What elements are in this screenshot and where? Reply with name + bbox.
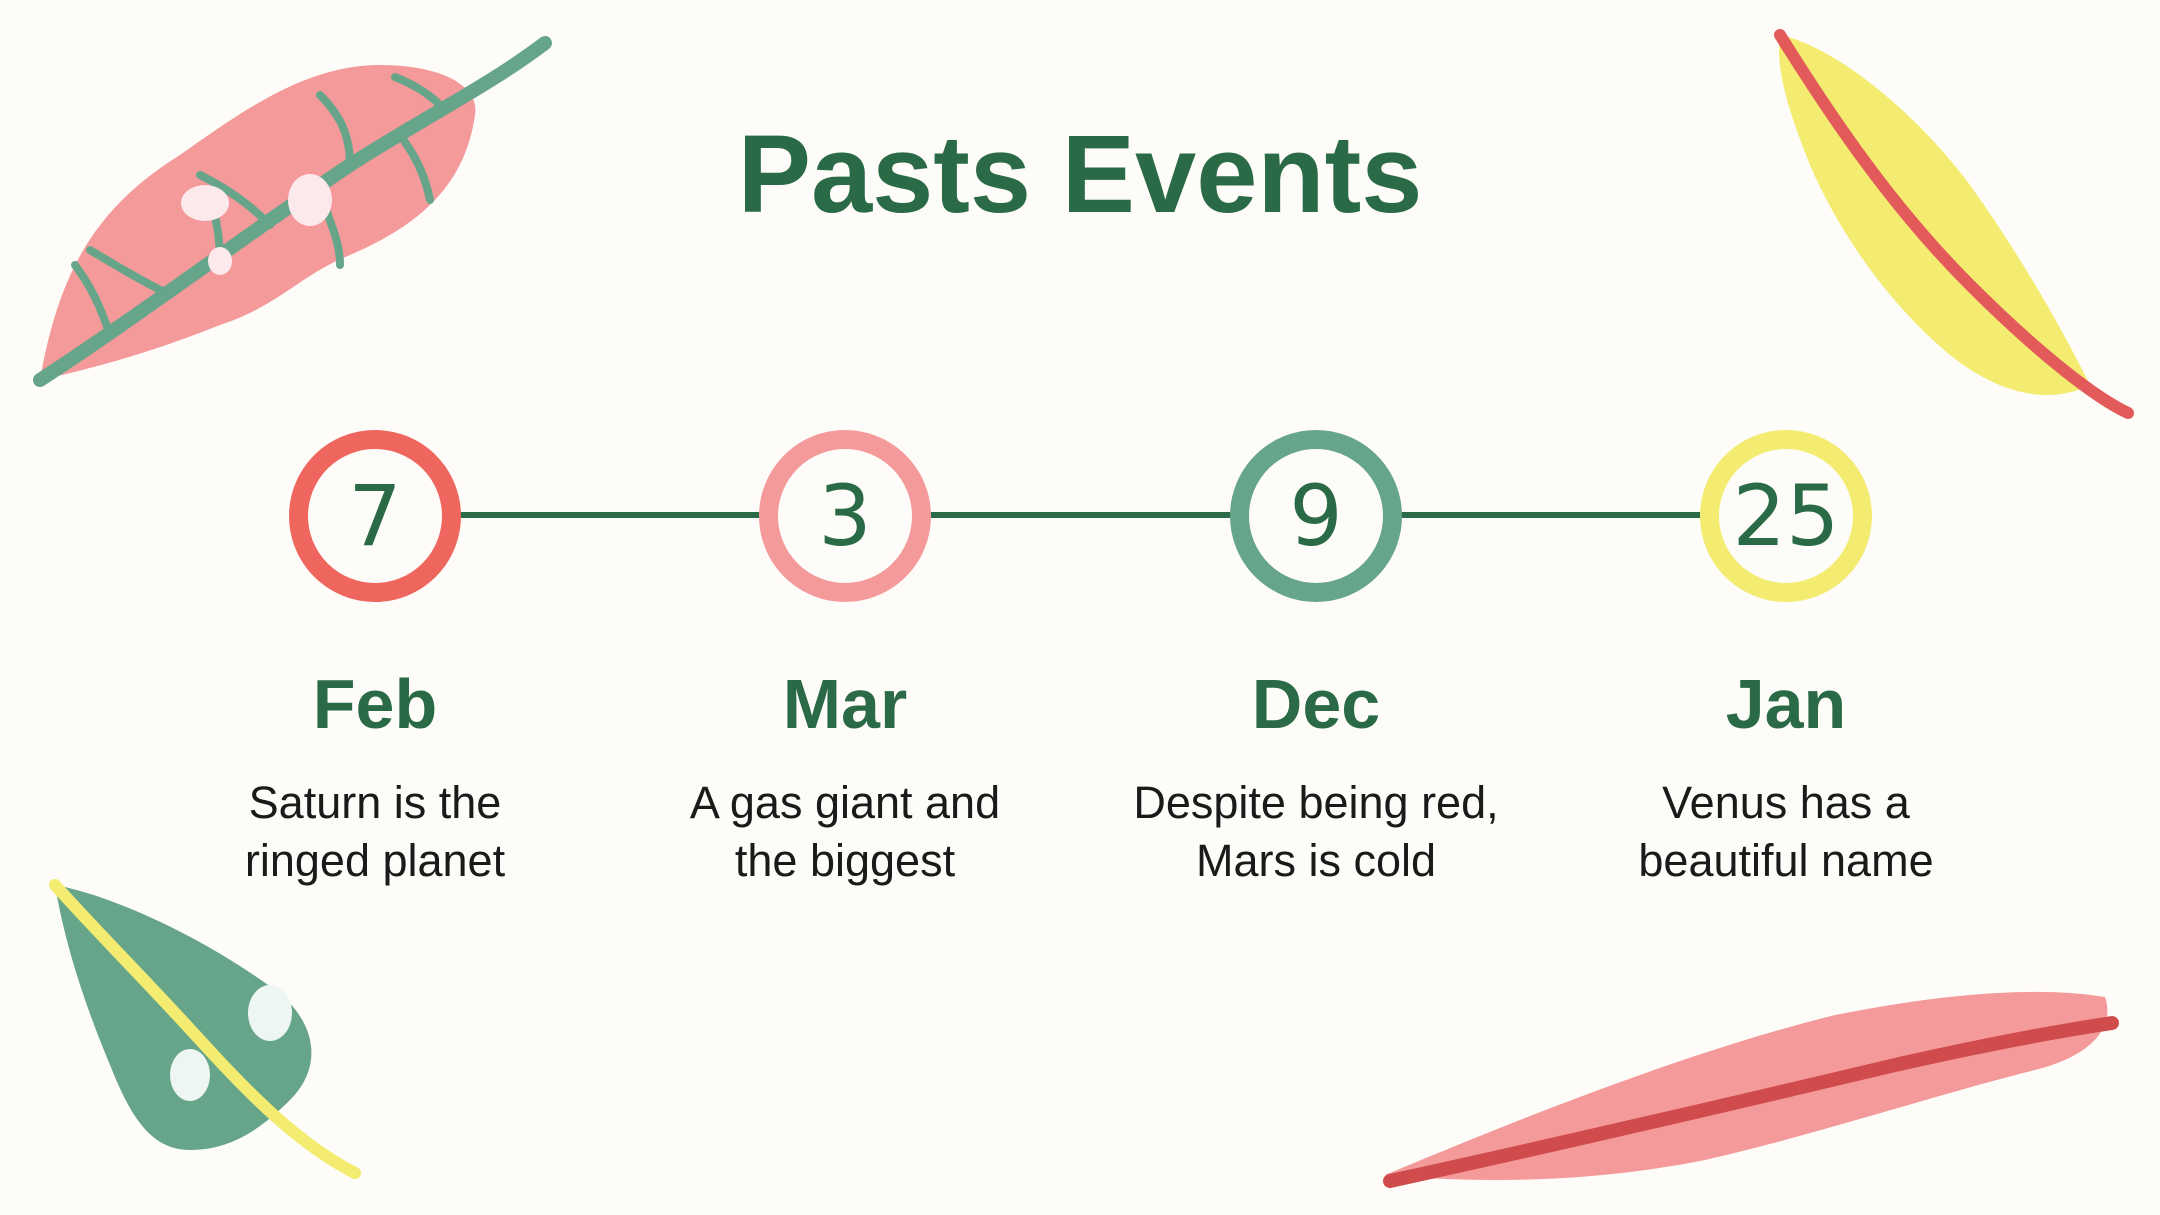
event-month: Feb: [312, 665, 438, 743]
event-mar: 3 Mar A gas giant and the biggest: [635, 430, 1055, 890]
slide-title: Pasts Events: [737, 113, 1423, 236]
event-month: Jan: [1725, 665, 1847, 743]
timeline-line: [375, 512, 1785, 518]
event-feb: 7 Feb Saturn is the ringed planet: [165, 430, 585, 890]
event-description: A gas giant and the biggest: [689, 777, 1001, 886]
event-marker: 9: [1230, 430, 1402, 602]
yellow-leaf-icon: [1774, 29, 2134, 419]
event-marker: 3: [759, 430, 931, 602]
event-month: Dec: [1251, 665, 1381, 743]
event-jan: 25 Jan Venus has a beautiful name: [1576, 430, 1996, 890]
event-description: Despite being red, Mars is cold: [1133, 777, 1499, 886]
pink-leaf-icon: [33, 36, 552, 387]
event-description: Venus has a beautiful name: [1638, 777, 1934, 886]
event-day: 25: [1732, 467, 1840, 565]
event-description: Saturn is the ringed planet: [244, 777, 506, 886]
green-leaf-icon: [49, 879, 361, 1179]
event-day: 3: [818, 467, 872, 565]
event-day: 9: [1289, 467, 1343, 565]
event-dec: 9 Dec Despite being red, Mars is cold: [1106, 430, 1526, 890]
event-marker: 25: [1700, 430, 1872, 602]
pink-feather-leaf-icon: [1383, 991, 2119, 1188]
event-marker: 7: [289, 430, 461, 602]
event-month: Mar: [782, 665, 908, 743]
event-day: 7: [348, 467, 402, 565]
